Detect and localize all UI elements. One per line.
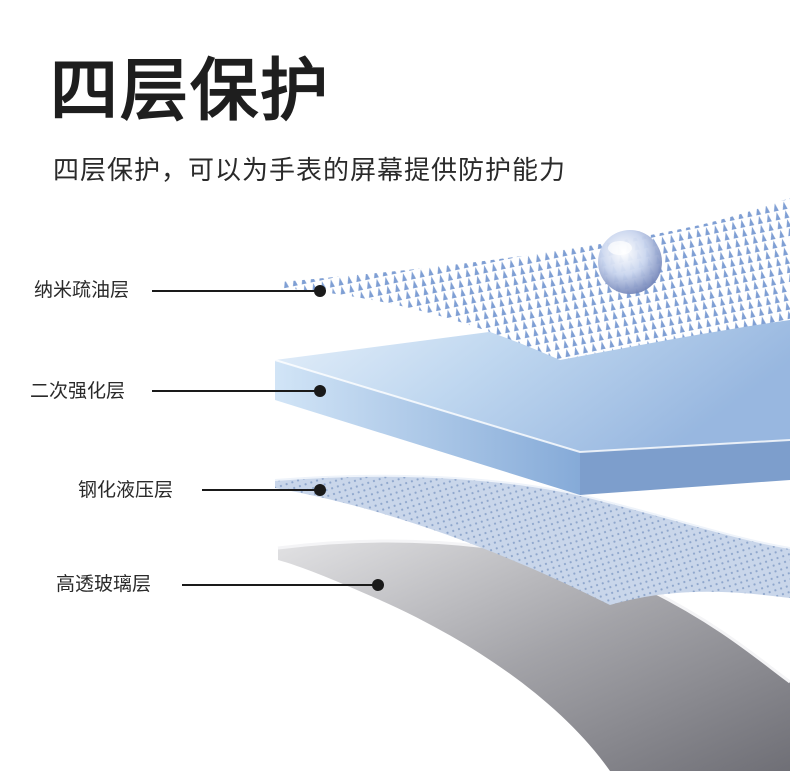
leader-line-tempered <box>202 489 320 491</box>
leader-dot-clear-glass <box>372 579 384 591</box>
layer-label-tempered: 钢化液压层 <box>78 481 173 500</box>
leader-dot-strengthened <box>314 385 326 397</box>
leader-line-clear-glass <box>182 584 378 586</box>
leader-line-strengthened <box>152 390 320 392</box>
layer-label-strengthened: 二次强化层 <box>30 382 125 401</box>
layer-label-oleophobic: 纳米疏油层 <box>34 281 129 300</box>
leader-line-oleophobic <box>152 290 320 292</box>
leader-dot-oleophobic <box>314 285 326 297</box>
leader-dot-tempered <box>314 484 326 496</box>
water-droplet-icon <box>598 230 662 294</box>
layer-label-clear-glass: 高透玻璃层 <box>56 575 151 594</box>
